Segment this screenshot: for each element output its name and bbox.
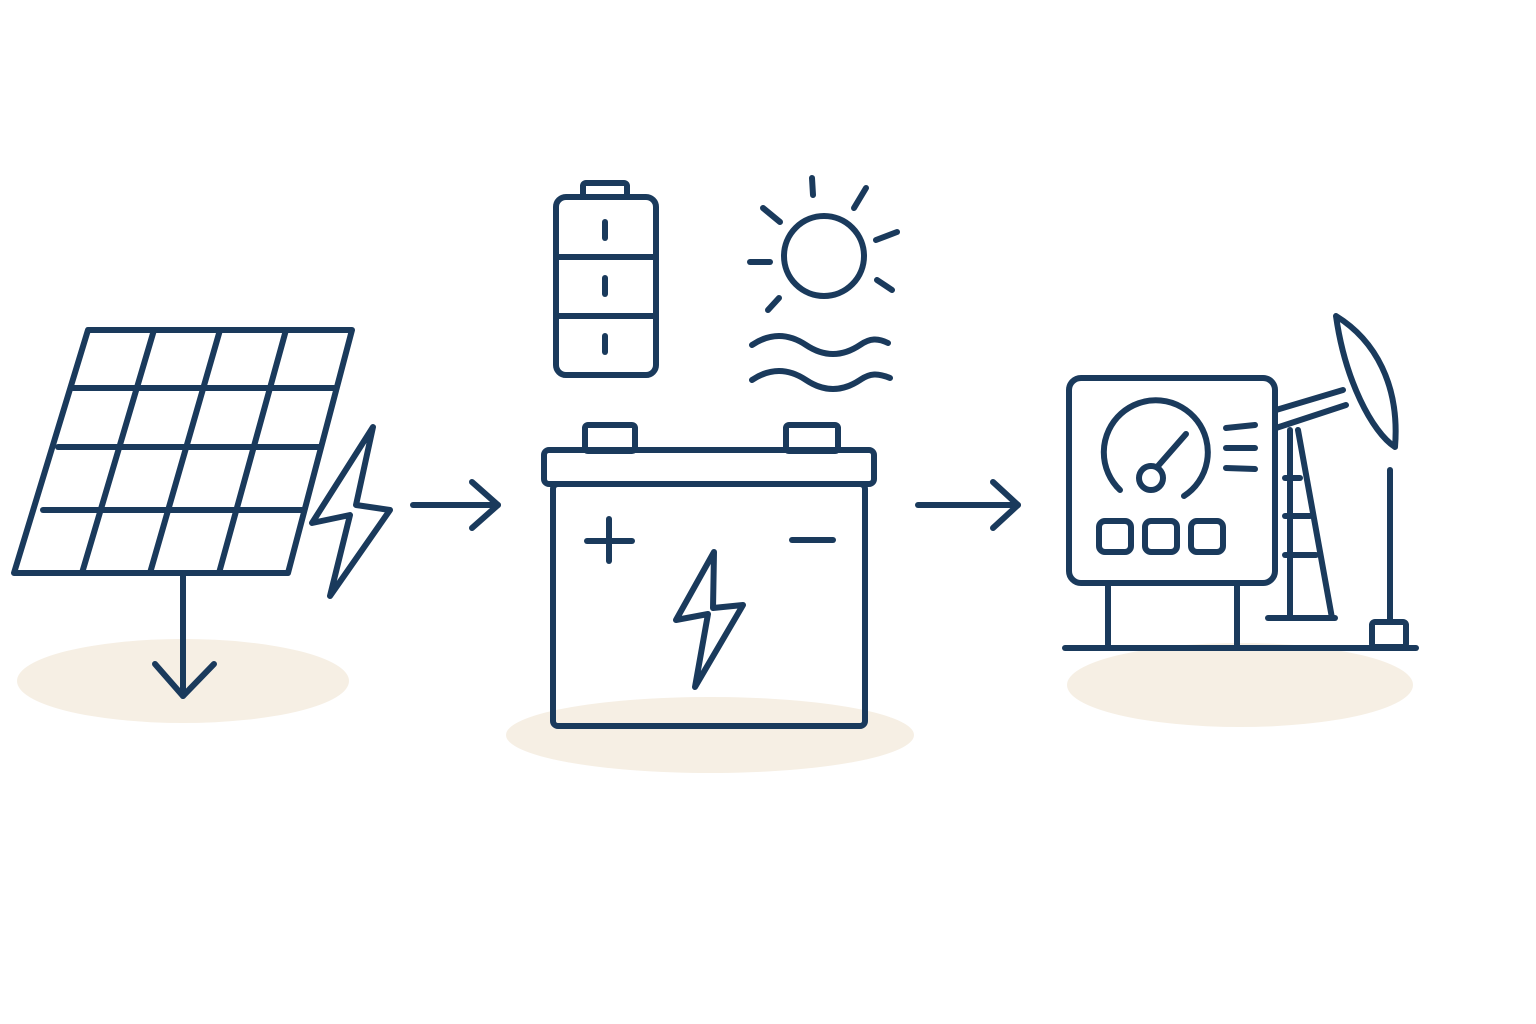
sun-rays: [747, 175, 900, 313]
plus-icon: [584, 516, 635, 564]
solar-panel-frame: [11, 327, 355, 576]
control-button: [1142, 518, 1180, 555]
car-battery-icon: [541, 422, 877, 729]
station-shadow: [1067, 643, 1413, 727]
battery-lid: [541, 447, 877, 487]
pump-jack-icon: [1265, 313, 1409, 650]
control-buttons: [1096, 518, 1226, 555]
sun-icon: [747, 175, 900, 313]
solar-panel-icon: [11, 327, 355, 699]
lightning-bolt-icon: [309, 424, 393, 599]
battery-lightning-bolt-icon: [673, 549, 746, 690]
generator-cabinet: [1066, 375, 1278, 586]
water-waves-icon: [749, 333, 893, 392]
arrow-right-icon: [410, 479, 501, 531]
battery-cell-body: [553, 194, 659, 378]
battery-cell-icon: [553, 180, 659, 378]
battery-body: [550, 481, 868, 729]
control-button: [1188, 518, 1226, 555]
control-button: [1096, 518, 1134, 555]
arrow-right-icon: [915, 479, 1021, 531]
sun-disc: [781, 213, 867, 299]
generator-legs: [1105, 581, 1240, 651]
battery-shadow: [506, 697, 914, 773]
gauge-icon: [1100, 397, 1211, 499]
generator-with-pump-jack-icon: [1062, 313, 1419, 651]
solar-panel-grid: [40, 327, 339, 576]
down-arrow-icon: [152, 661, 217, 699]
vent-lines: [1223, 422, 1258, 472]
